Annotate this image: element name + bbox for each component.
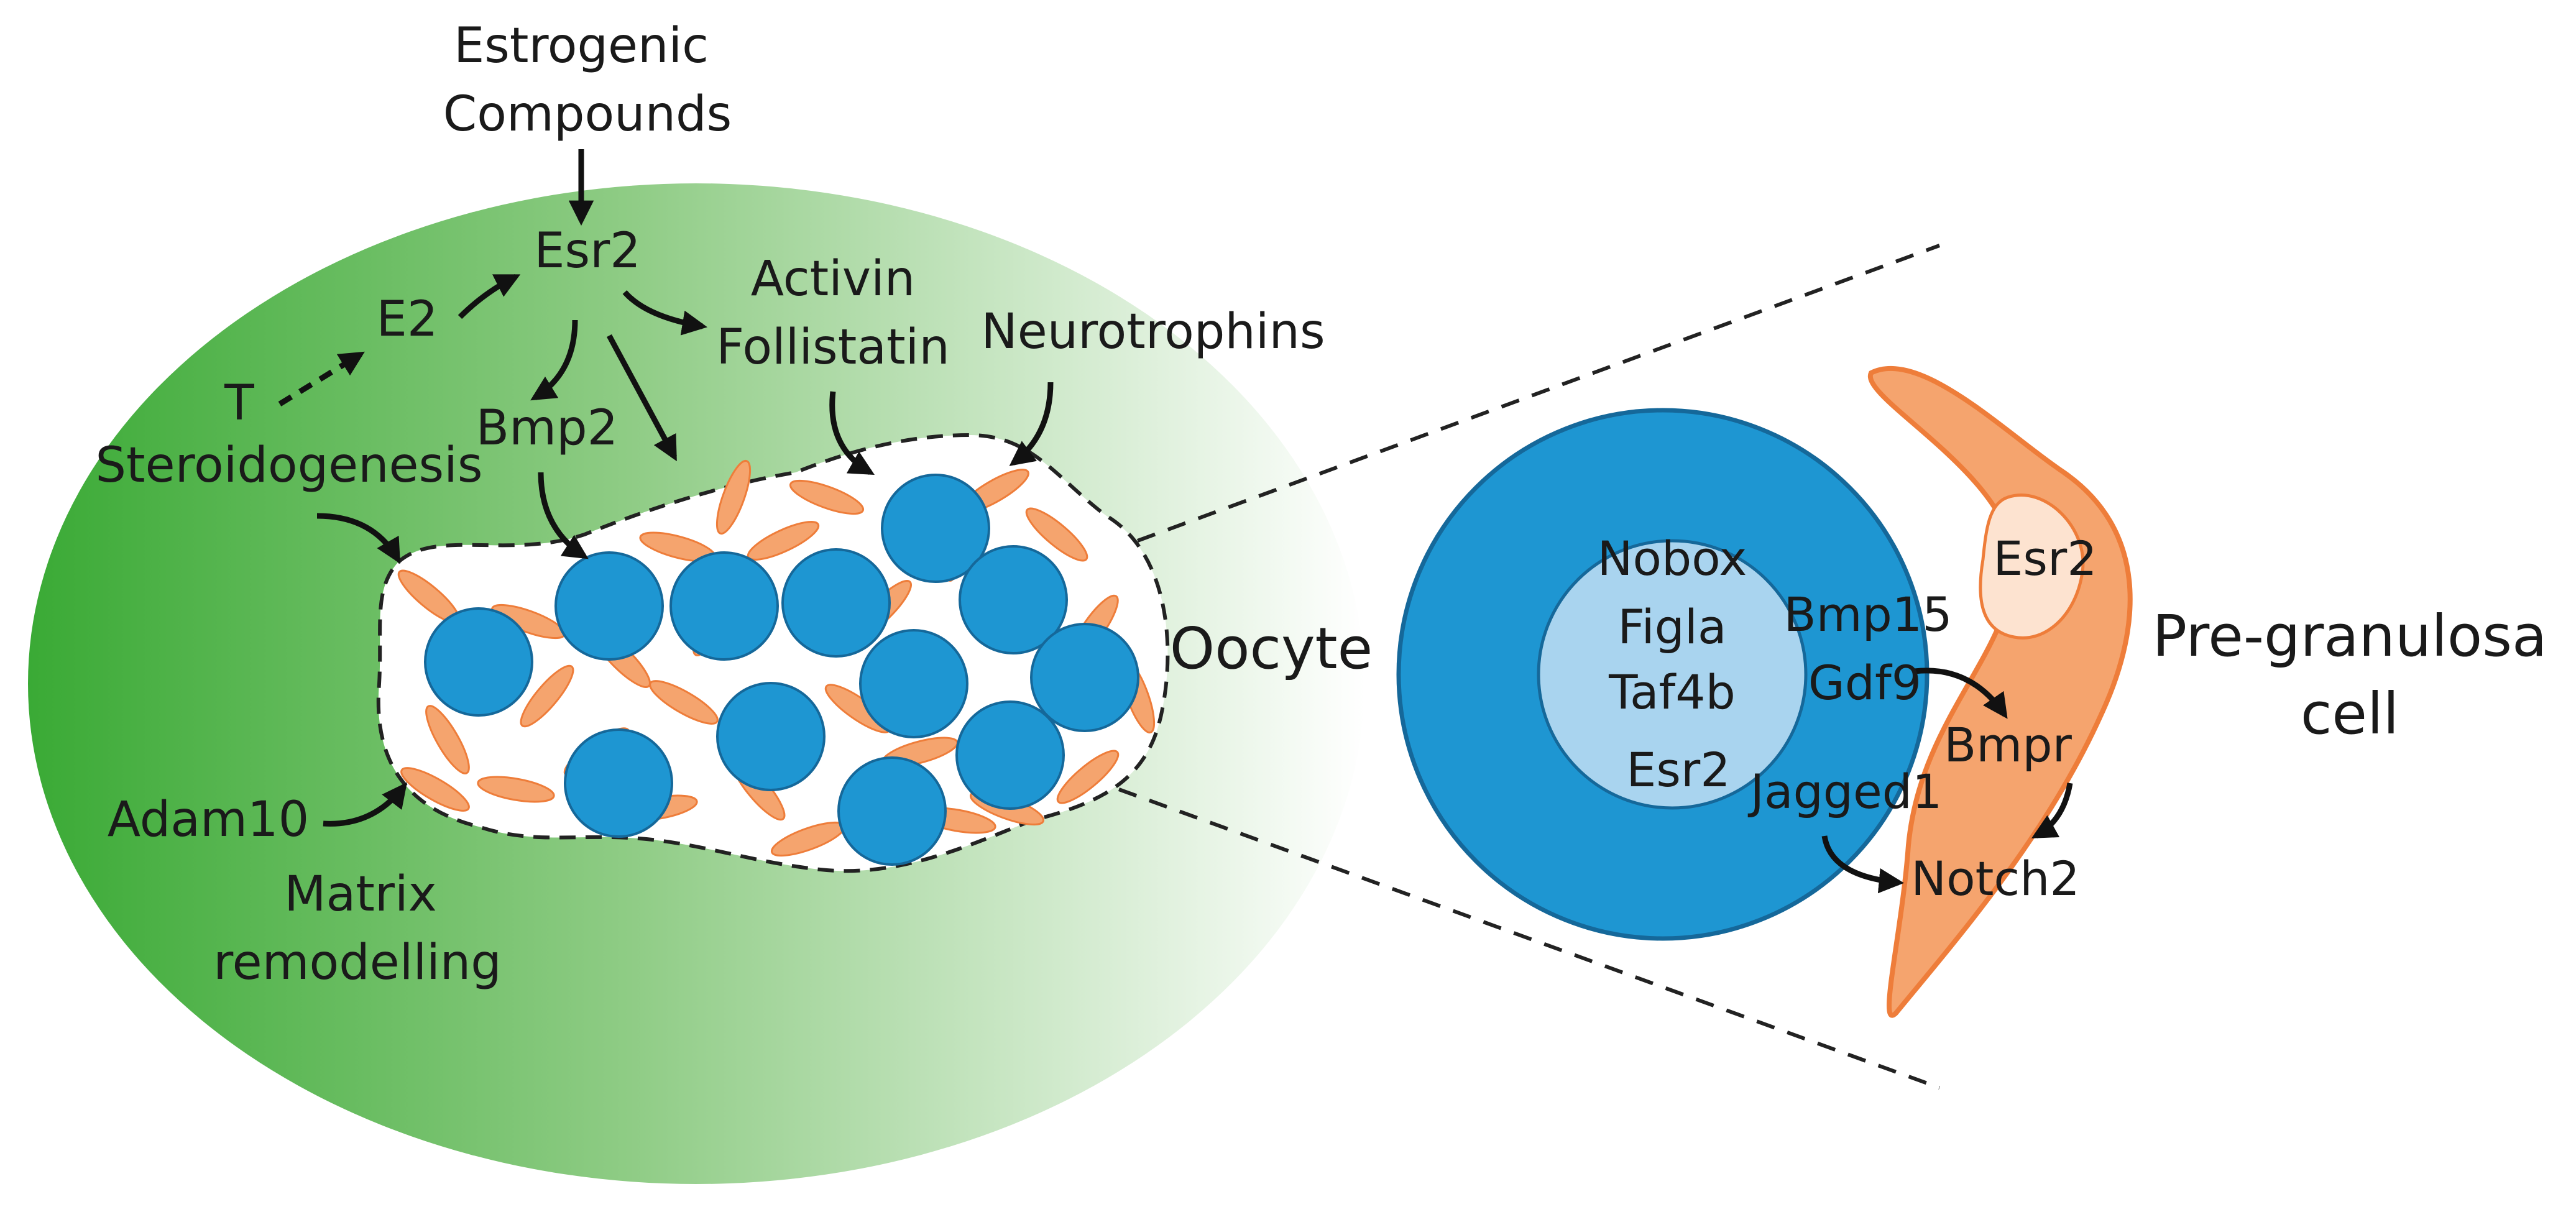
pregranulosa-nucleus xyxy=(1979,494,2085,640)
arrow-icon xyxy=(458,273,521,319)
label-bmp2: Bmp2 xyxy=(476,400,619,456)
label-bmpr: Bmpr xyxy=(1944,717,2072,773)
label-esr2: Esr2 xyxy=(534,223,641,279)
label-gdf9: Gdf9 xyxy=(1808,655,1921,710)
arrow-icon xyxy=(316,513,401,564)
follicle-labels: Nobox Figla Taf4b Esr2 Bmp15 Gdf9 Jagged… xyxy=(1598,531,2547,906)
nest-oocyte xyxy=(859,629,968,738)
zoom-line-top xyxy=(1136,244,1941,543)
label-taf4b: Taf4b xyxy=(1608,664,1736,720)
arrow-icon xyxy=(1821,835,1905,894)
label-notch2: Notch2 xyxy=(1911,851,2079,906)
label-compounds: Compounds xyxy=(443,86,732,142)
nest-oocyte xyxy=(1030,623,1139,732)
arrow-icon xyxy=(1009,382,1054,466)
nest-oocyte xyxy=(669,551,779,661)
arrow-icon xyxy=(2031,783,2073,838)
nest-oocyte xyxy=(881,474,990,583)
label-figla: Figla xyxy=(1617,599,1726,654)
arrow-icon xyxy=(829,391,875,475)
label-jagged1: Jagged1 xyxy=(1748,764,1943,819)
nest-oocyte xyxy=(564,728,673,838)
follicle-arrows xyxy=(1821,668,2073,894)
nest-oocyte xyxy=(959,545,1068,654)
label-matrix: Matrix xyxy=(284,866,437,922)
label-t: T xyxy=(224,375,254,431)
granulosa-cell xyxy=(400,767,470,812)
granulosa-cell xyxy=(425,705,470,774)
label-remodelling: remodelling xyxy=(213,935,502,991)
nest-oocyte xyxy=(716,682,826,791)
nest-oocyte xyxy=(955,700,1065,810)
arrow-icon xyxy=(538,472,589,559)
label-esr2-granulosa: Esr2 xyxy=(1993,531,2097,586)
granulosa-cell xyxy=(649,680,719,725)
arrow-icon xyxy=(278,351,365,406)
label-adam10: Adam10 xyxy=(108,792,310,848)
granulosa-cell xyxy=(789,479,865,515)
label-estrogenic: Estrogenic xyxy=(454,18,709,74)
arrow-icon xyxy=(622,290,707,336)
ovary-arrows xyxy=(278,149,1054,827)
arrow-icon xyxy=(530,319,578,401)
arrow-icon xyxy=(1914,668,2008,719)
granulosa-cell xyxy=(715,459,752,535)
nest-oocytes xyxy=(424,474,1139,866)
label-nobox: Nobox xyxy=(1598,531,1747,586)
label-follistatin: Follistatin xyxy=(716,319,950,375)
ovary-labels: Estrogenic Compounds Esr2 E2 T Steroidog… xyxy=(96,18,1325,991)
oocyte-nucleus xyxy=(1537,539,1808,810)
nest-oocyte xyxy=(554,551,664,661)
label-neurotrophins: Neurotrophins xyxy=(981,304,1325,360)
label-pregranulosa: Pre-granulosa xyxy=(2153,603,2547,669)
granulosa-cell xyxy=(1056,750,1120,804)
nest-oocyte xyxy=(837,756,947,866)
label-bmp15: Bmp15 xyxy=(1783,587,1952,642)
label-cell: cell xyxy=(2301,681,2399,747)
label-oocyte: Oocyte xyxy=(1170,615,1373,682)
arrow-icon xyxy=(607,334,677,462)
granulosa-cell xyxy=(520,664,574,728)
label-e2: E2 xyxy=(377,292,438,347)
nest-oocyte xyxy=(781,548,891,658)
label-steroidogenesis: Steroidogenesis xyxy=(96,438,483,494)
granulosa-cell xyxy=(477,776,555,803)
granulosa-cell xyxy=(1025,507,1088,562)
zoom-line-bottom xyxy=(1118,787,1941,1090)
label-esr2-oocyte: Esr2 xyxy=(1626,742,1730,797)
label-activin: Activin xyxy=(751,251,915,307)
nest-oocyte xyxy=(424,607,533,717)
arrow-icon xyxy=(323,782,407,827)
